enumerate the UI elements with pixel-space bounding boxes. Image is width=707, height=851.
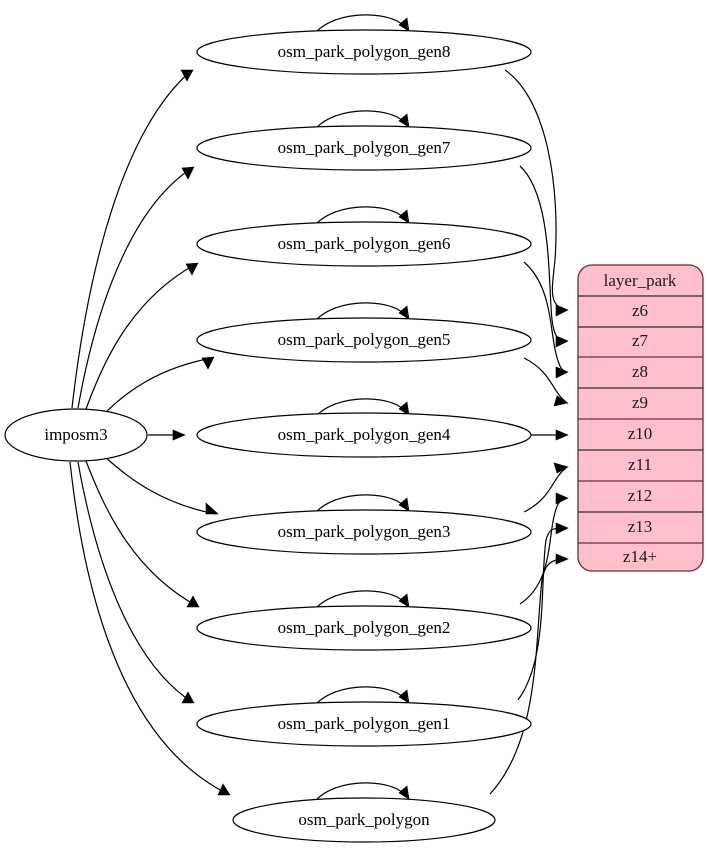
svg-text:z8: z8 (632, 362, 648, 381)
node-gen4[interactable]: osm_park_polygon_gen4 (196, 412, 532, 458)
edge-imposm3-to-gen7 (77, 166, 195, 409)
edge-imposm3-to-gen1 (77, 461, 195, 704)
edge-group-nodes-to-layer (489, 69, 569, 795)
edge-gen1-to-z13 (517, 522, 569, 701)
node-base-label: osm_park_polygon (298, 810, 430, 829)
edge-gen2-to-z12 (519, 492, 569, 605)
node-gen2[interactable]: osm_park_polygon_gen2 (196, 605, 532, 651)
svg-text:z9: z9 (632, 393, 648, 412)
node-gen1[interactable]: osm_park_polygon_gen1 (196, 701, 532, 747)
node-gen3-label: osm_park_polygon_gen3 (278, 522, 451, 541)
svg-text:z10: z10 (628, 424, 653, 443)
node-gen2-label: osm_park_polygon_gen2 (278, 618, 451, 637)
layer-row-z12[interactable]: z12 (628, 486, 653, 505)
layer-row-z10[interactable]: z10 (628, 424, 653, 443)
edge-imposm3-to-gen8 (71, 69, 194, 409)
node-gen1-label: osm_park_polygon_gen1 (278, 714, 451, 733)
svg-text:layer_park: layer_park (604, 271, 677, 290)
layer-row-z11[interactable]: z11 (628, 455, 652, 474)
self-loop-group (310, 14, 410, 809)
svg-text:z12: z12 (628, 486, 653, 505)
node-gen4-label: osm_park_polygon_gen4 (278, 425, 451, 444)
node-gen6[interactable]: osm_park_polygon_gen6 (196, 221, 532, 267)
layer-row-z8[interactable]: z8 (632, 362, 648, 381)
edge-gen8-to-z6 (504, 69, 569, 317)
node-imposm3-label: imposm3 (44, 425, 107, 444)
edge-gen5-to-z9 (523, 357, 569, 407)
layer-park-header: layer_park (604, 271, 677, 290)
edge-gen6-to-z8 (523, 261, 569, 379)
layer-row-z7[interactable]: z7 (632, 331, 649, 350)
node-gen6-label: osm_park_polygon_gen6 (278, 234, 451, 253)
layer-park-table[interactable]: layer_park z6 z7 z8 z9 z10 z11 z12 z13 z… (577, 264, 704, 572)
svg-text:z11: z11 (628, 455, 652, 474)
edge-imposm3-to-gen4 (148, 429, 186, 441)
layer-row-z13[interactable]: z13 (628, 517, 653, 536)
svg-text:z13: z13 (628, 517, 653, 536)
node-gen7-label: osm_park_polygon_gen7 (278, 138, 451, 157)
node-gen8[interactable]: osm_park_polygon_gen8 (196, 29, 532, 75)
edge-base-to-z14 (489, 553, 569, 795)
svg-text:z14+: z14+ (623, 547, 657, 566)
edge-gen3-to-z11 (523, 462, 569, 513)
edge-imposm3-to-gen5 (103, 356, 215, 415)
node-gen3[interactable]: osm_park_polygon_gen3 (196, 509, 532, 555)
edge-gen7-to-z7 (519, 165, 569, 348)
node-imposm3[interactable]: imposm3 (4, 408, 148, 462)
svg-text:z6: z6 (632, 301, 648, 320)
node-gen5[interactable]: osm_park_polygon_gen5 (196, 317, 532, 363)
svg-text:z7: z7 (632, 331, 649, 350)
edge-imposm3-to-gen2 (85, 460, 200, 608)
layer-row-z14[interactable]: z14+ (623, 547, 657, 566)
edge-imposm3-to-gen6 (85, 262, 199, 410)
edge-gen4-to-z10 (531, 429, 569, 441)
edge-imposm3-to-gen3 (103, 455, 219, 515)
node-gen5-label: osm_park_polygon_gen5 (278, 330, 451, 349)
layer-row-z6[interactable]: z6 (632, 301, 648, 320)
layer-row-z9[interactable]: z9 (632, 393, 648, 412)
node-base[interactable]: osm_park_polygon (232, 797, 496, 843)
edge-imposm3-to-base (69, 461, 231, 796)
edge-group-source-to-nodes (69, 69, 231, 796)
node-gen8-label: osm_park_polygon_gen8 (278, 42, 451, 61)
node-gen7[interactable]: osm_park_polygon_gen7 (196, 125, 532, 171)
